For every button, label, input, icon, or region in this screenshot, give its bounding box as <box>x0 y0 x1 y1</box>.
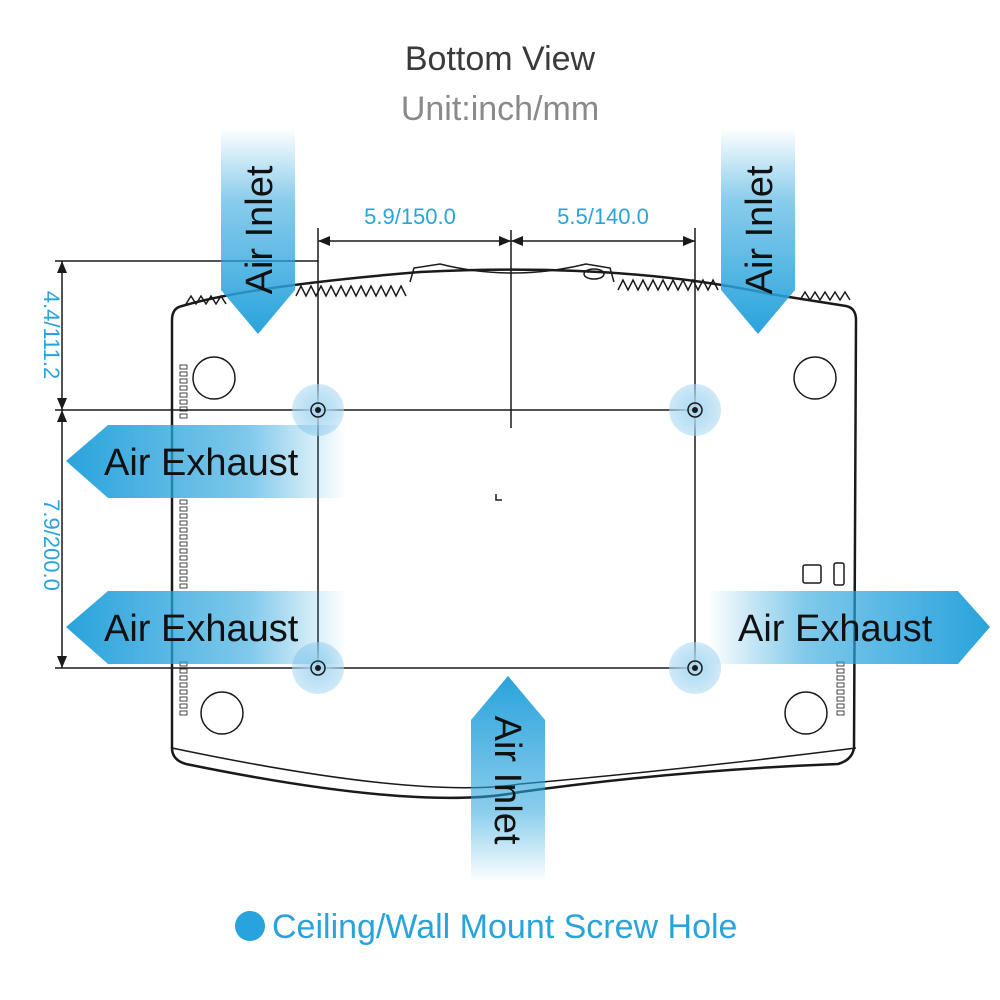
vent-slot <box>179 520 188 526</box>
air-exhaust-arrow-left-lower: Air Exhaust <box>66 591 346 664</box>
vent-slot <box>179 675 188 681</box>
vent-slot <box>179 689 188 695</box>
vent-slot <box>836 710 845 716</box>
vent-slot <box>179 541 188 547</box>
vent-slot <box>179 506 188 512</box>
vent-slot <box>836 696 845 702</box>
air-inlet-left-label: Air Inlet <box>239 165 281 294</box>
dim-top-right-label: 5.5/140.0 <box>557 204 649 229</box>
vent-slot <box>179 385 188 391</box>
foot-bottom-right <box>784 691 828 735</box>
vent-slot <box>179 392 188 398</box>
legend: Ceiling/Wall Mount Screw Hole <box>235 908 737 946</box>
screw-hole-top-right <box>669 384 721 436</box>
vent-slot <box>179 534 188 540</box>
air-exhaust-arrow-left-upper: Air Exhaust <box>66 425 346 498</box>
dimension-left: 4.4/111.2 7.9/200.0 <box>39 260 318 669</box>
vent-slot <box>179 703 188 709</box>
vent-slot <box>179 378 188 384</box>
legend-label: Ceiling/Wall Mount Screw Hole <box>272 908 737 946</box>
top-latch <box>583 268 605 280</box>
air-inlet-arrow-left: Air Inlet <box>221 128 295 334</box>
foot-top-right <box>793 356 837 400</box>
vent-slot <box>179 583 188 589</box>
vent-slot <box>179 364 188 370</box>
air-inlet-bottom-label: Air Inlet <box>486 716 528 845</box>
air-exhaust-arrow-right: Air Exhaust <box>708 591 990 664</box>
vent-slot <box>179 406 188 412</box>
dimension-top: 5.9/150.0 5.5/140.0 <box>317 204 696 410</box>
foot-bottom-left <box>200 691 244 735</box>
dim-top-left-label: 5.9/150.0 <box>364 204 456 229</box>
vent-slot <box>179 413 188 419</box>
vent-slot <box>836 675 845 681</box>
top-center-ridge <box>409 263 615 283</box>
air-exhaust-left-upper-label: Air Exhaust <box>104 442 299 484</box>
vent-slots-left <box>179 364 188 716</box>
vent-slot <box>179 710 188 716</box>
vent-slot <box>179 548 188 554</box>
vent-slot <box>179 499 188 505</box>
vent-slot <box>836 682 845 688</box>
mount-pattern-rectangle <box>317 409 696 669</box>
vent-slot <box>179 668 188 674</box>
vent-slot <box>179 527 188 533</box>
vent-slot <box>179 513 188 519</box>
vent-slot <box>836 703 845 709</box>
page-title: Bottom View <box>405 40 596 78</box>
vent-slot <box>179 576 188 582</box>
air-inlet-right-label: Air Inlet <box>739 165 781 294</box>
vent-ridges-top <box>185 278 851 306</box>
legend-dot-icon <box>235 911 265 941</box>
dim-left-upper-label: 4.4/111.2 <box>39 291 64 379</box>
air-exhaust-right-label: Air Exhaust <box>738 608 933 650</box>
port-slot <box>833 562 845 586</box>
vent-slot <box>836 668 845 674</box>
air-inlet-arrow-bottom: Air Inlet <box>471 676 545 882</box>
vent-slot <box>179 399 188 405</box>
air-exhaust-left-lower-label: Air Exhaust <box>104 608 299 650</box>
vent-slot <box>836 689 845 695</box>
center-mark <box>495 494 502 501</box>
dim-left-lower-label: 7.9/200.0 <box>39 499 64 591</box>
vent-slot <box>179 569 188 575</box>
foot-top-left <box>192 356 236 400</box>
vent-slot <box>179 562 188 568</box>
vent-slot <box>179 371 188 377</box>
port-square <box>802 564 822 584</box>
page-subtitle: Unit:inch/mm <box>401 90 599 128</box>
screw-hole-top-left <box>292 384 344 436</box>
vent-slot <box>179 696 188 702</box>
vent-slot <box>179 555 188 561</box>
air-inlet-arrow-right: Air Inlet <box>721 128 795 334</box>
vent-slot <box>179 682 188 688</box>
